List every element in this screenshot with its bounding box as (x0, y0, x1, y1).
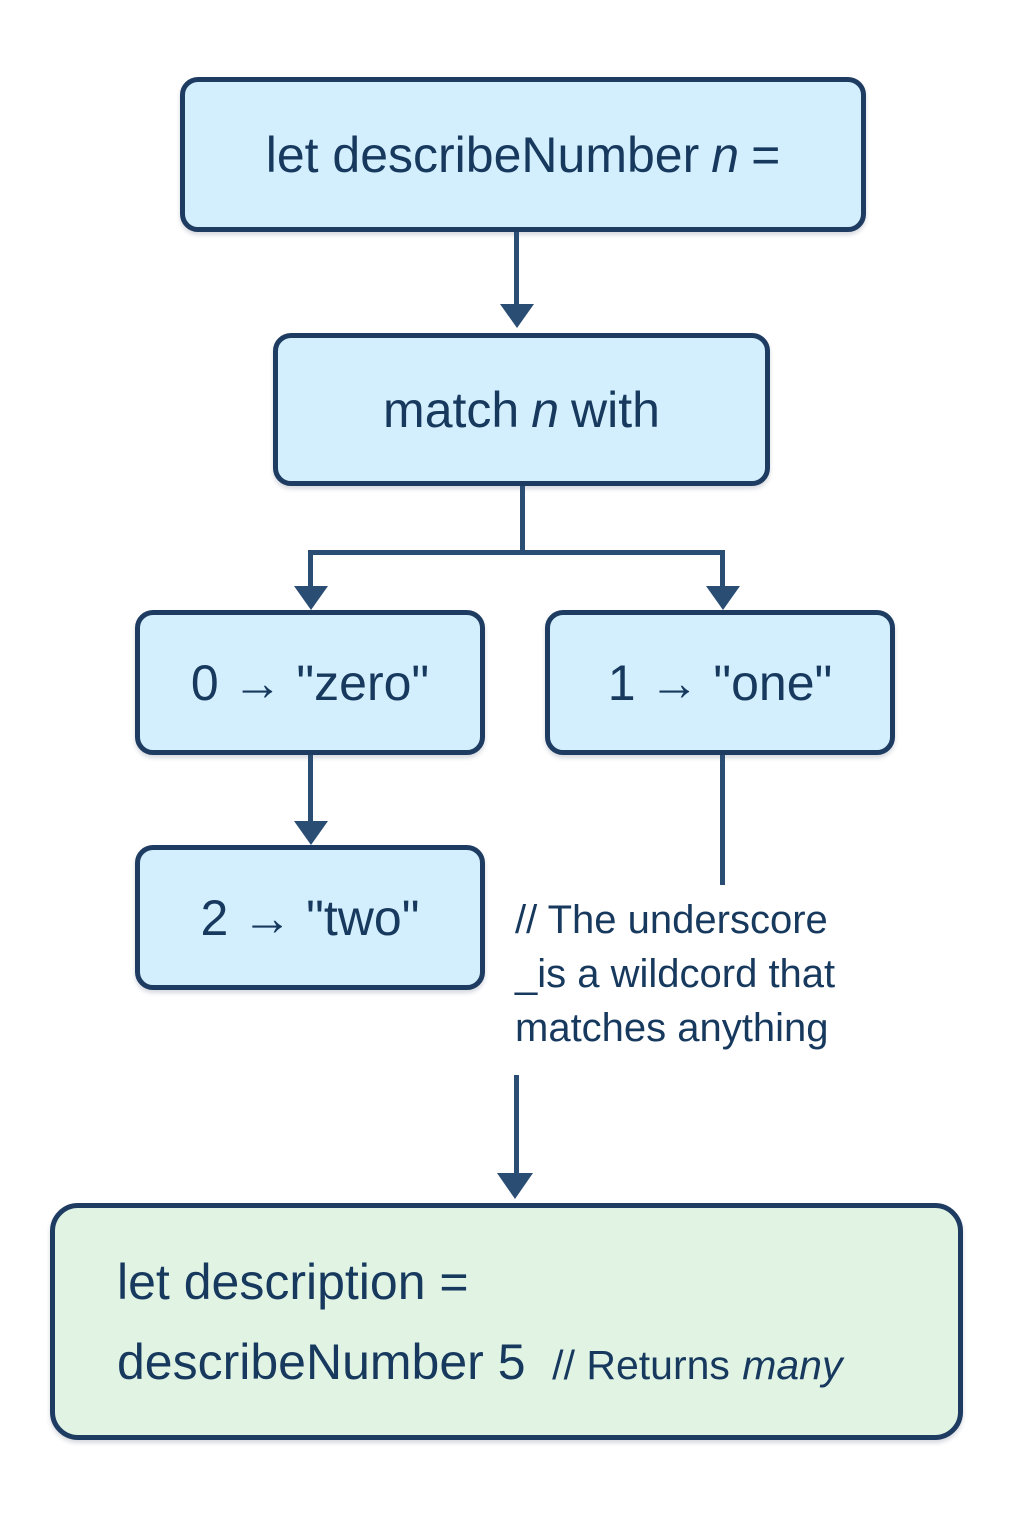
arrow-down-icon (294, 821, 328, 845)
node-text-post: = (751, 126, 781, 183)
result-comment: // Returns (552, 1341, 730, 1388)
node-case-one: 1 → "one" (545, 610, 895, 755)
wildcard-comment-line1: // The underscore (515, 898, 828, 942)
wildcard-comment-line2: _is a wildcord that (515, 952, 836, 996)
arrow-down-icon (294, 586, 328, 610)
node-case-two: 2 → "two" (135, 845, 485, 990)
node-case-zero: 0 → "zero" (135, 610, 485, 755)
arrow-shaft (308, 755, 313, 823)
wildcard-comment: // The underscore _is a wildcord that ma… (515, 893, 835, 1055)
variable-n: n (711, 126, 740, 183)
line-from-case-one (720, 755, 725, 885)
arrow-shaft (514, 1075, 519, 1175)
result-line1-text: let description = (117, 1253, 469, 1310)
arrow-down-icon (500, 304, 534, 328)
arrow-shaft (514, 232, 519, 306)
node-text-pre: let describeNumber (265, 126, 700, 183)
arrow-down-icon (497, 1173, 533, 1199)
variable-n: n (531, 381, 560, 438)
branch-stem (520, 486, 525, 552)
branch-bar (308, 550, 725, 555)
result-comment-italic: many (742, 1341, 843, 1388)
branch-drop-left (308, 550, 313, 588)
result-line2-text: describeNumber 5 (117, 1333, 526, 1390)
node-text: 2 → "two" (200, 889, 420, 946)
node-text-pre: match (383, 381, 520, 438)
node-text-post: with (571, 381, 660, 438)
result-line1: let description = (117, 1253, 958, 1311)
node-text: 1 → "one" (607, 654, 833, 711)
node-result: let description = describeNumber 5 // Re… (50, 1203, 963, 1440)
node-text: 0 → "zero" (190, 654, 430, 711)
result-line2: describeNumber 5 // Returns many (117, 1333, 958, 1391)
arrow-down-icon (706, 586, 740, 610)
wildcard-comment-line3: matches anything (515, 1006, 829, 1050)
branch-drop-right (720, 550, 725, 588)
